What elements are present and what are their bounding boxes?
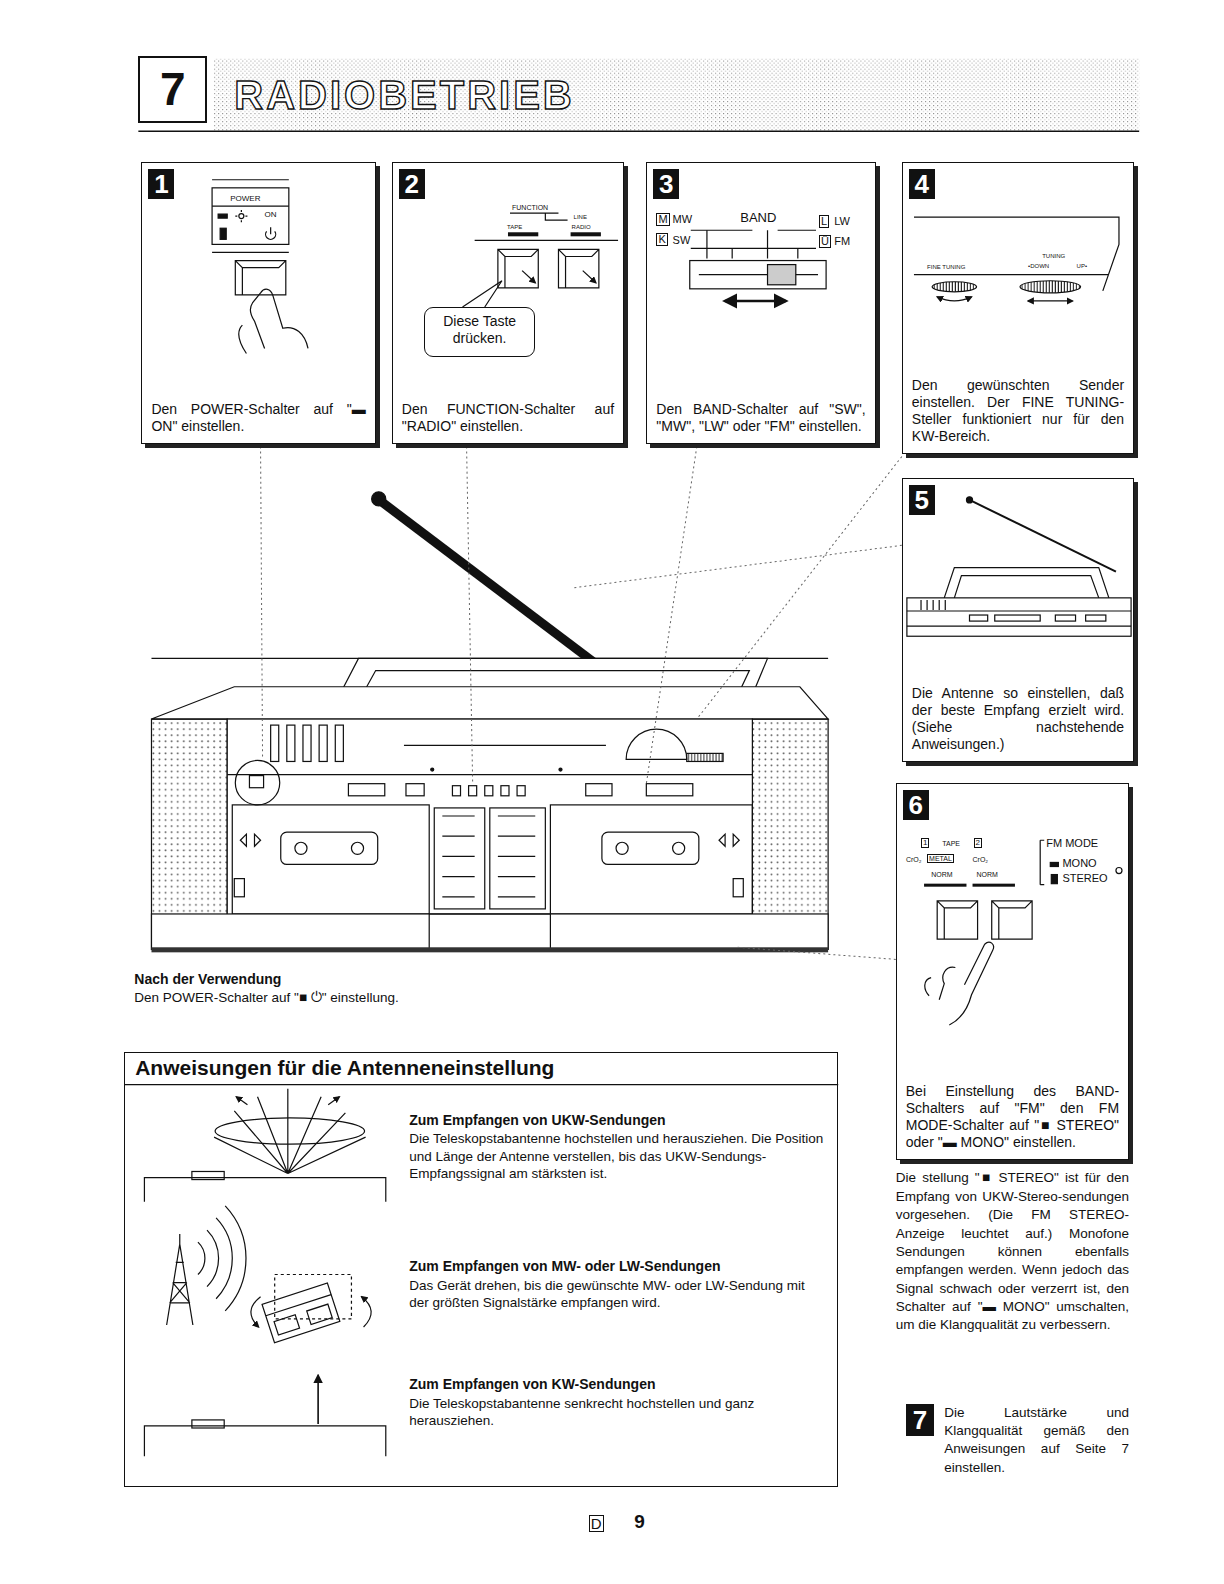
panel-label: NORM (931, 871, 952, 878)
panel-label: TUNING (1042, 253, 1065, 259)
panel-label: STEREO (1062, 873, 1107, 884)
step-box: 3Den BAND-Schalter auf "SW", "MW", "LW" … (646, 162, 875, 445)
panel-label: LW (834, 216, 850, 227)
step-number: 2 (399, 169, 425, 199)
panel-label: RADIO (572, 224, 591, 230)
panel-label: L (819, 215, 829, 228)
panel-label: UP• (1077, 263, 1087, 269)
step-box: 1Den POWER-Schalter auf "▬ ON" einstelle… (141, 162, 375, 445)
panel-label: MW (673, 214, 693, 225)
step-text: Den BAND-Schalter auf "SW", "MW", "LW" o… (656, 401, 865, 435)
box-heading: Anweisungen für die Antenneneinstellung (135, 1056, 554, 1080)
panel-label: MONO (1062, 858, 1096, 869)
step-number: 3 (653, 169, 679, 199)
section-text: Das Gerät drehen, bis die gewünschte MW-… (409, 1277, 824, 1312)
step-text: Den FUNCTION-Schalter auf "RADIO" einste… (402, 401, 614, 435)
panel-label: 1 (921, 838, 929, 848)
panel-label: FM (834, 236, 850, 247)
panel-label: CrO₂ (973, 856, 989, 863)
panel-label: NORM (977, 871, 998, 878)
panel-label: •DOWN (1028, 263, 1049, 269)
callout-bubble: Diese Taste drücken. (424, 307, 535, 357)
step-box: Diese Taste drücken. 2Den FUNCTION-Schalt… (392, 162, 624, 445)
section-heading: Zum Empfangen von UKW-Sendungen (409, 1112, 824, 1128)
panel-label: FINE TUNING (927, 264, 965, 270)
note-text: Den POWER-Schalter auf "■ ⏻" einstellung… (134, 991, 398, 1005)
page-number: 9 (634, 1512, 645, 1531)
panel-label: Ü (819, 235, 831, 248)
step-number: 1 (148, 169, 174, 199)
panel-label: FM MODE (1046, 838, 1098, 849)
panel-label: BAND (740, 211, 776, 224)
section-heading: Zum Empfangen von KW-Sendungen (409, 1376, 824, 1392)
step-number: 6 (903, 790, 929, 820)
step-box: 5Die Antenne so einstellen, daß der best… (902, 478, 1134, 763)
step-number: 4 (909, 169, 935, 199)
note-heading: Nach der Verwendung (134, 972, 281, 986)
panel-label: ON (265, 211, 277, 219)
note-text: Die stellung "■ STEREO" ist für den Empf… (896, 1169, 1129, 1334)
step-text: Bei Einstellung des BAND-Schalters auf "… (906, 1083, 1119, 1151)
step-text: Die Lautstärke und Klangqualität gemäß d… (944, 1404, 1129, 1477)
page-title: RADIOBETRIEB (234, 75, 574, 115)
section-heading: Zum Empfangen von MW- oder LW-Sendungen (409, 1258, 824, 1274)
instruction-box: Anweisungen für die AntenneneinstellungZ… (124, 1052, 838, 1486)
panel-label: M (656, 213, 669, 226)
callout-text: Diese Taste drücken. (425, 308, 534, 352)
section-text: Die Teleskopstabantenne senkrecht hochst… (409, 1395, 824, 1430)
panel-label: METAL (927, 854, 954, 863)
panel-label: K (656, 233, 667, 246)
panel-label: TAPE (507, 224, 522, 230)
panel-label: LINE (574, 214, 587, 220)
section-text: Die Teleskopstabantenne hochstellen und … (409, 1130, 824, 1183)
panel-label: FUNCTION (512, 204, 548, 211)
panel-label: POWER (230, 195, 260, 203)
step-number: 7 (906, 1404, 934, 1436)
step-text: Die Antenne so einstellen, daß der beste… (912, 685, 1124, 753)
step-number: 5 (909, 485, 935, 515)
step-text: Den POWER-Schalter auf "▬ ON" einstellen… (151, 401, 365, 435)
section-number: 7 (138, 56, 207, 124)
step-box: 4Den gewünschten Sender einstellen. Der … (902, 162, 1134, 455)
panel-label: SW (673, 235, 691, 246)
panel-label: TAPE (942, 840, 960, 847)
panel-label: 2 (974, 838, 982, 848)
page-marker: D (589, 1515, 604, 1532)
step-text: Den gewünschten Sender einstellen. Der F… (912, 377, 1124, 445)
panel-label: CrO₂ (906, 856, 922, 863)
